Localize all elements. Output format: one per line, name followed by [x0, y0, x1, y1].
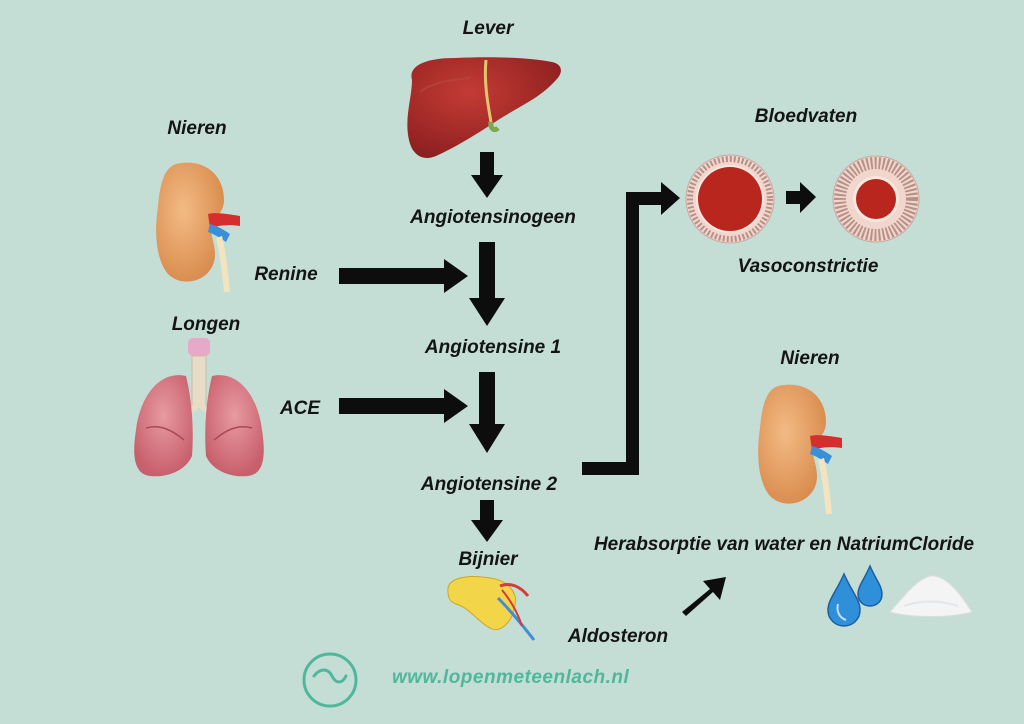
- label-bijnier: Bijnier: [458, 549, 518, 570]
- kidney-icon: [758, 384, 842, 514]
- label-herabsorptie: Herabsorptie van water en NatriumCloride: [593, 534, 975, 555]
- liver-icon: [407, 57, 561, 159]
- website-link[interactable]: www.lopenmeteenlach.nl: [392, 667, 630, 688]
- arrow-angiotensine2-to-bloedvaten: [582, 182, 680, 475]
- arrow-angiotensine1-to-angiotensine2: [469, 372, 505, 453]
- label-aldosteron: Aldosteron: [567, 626, 669, 647]
- label-ace: ACE: [279, 398, 321, 419]
- label-nieren-left: Nieren: [167, 118, 227, 139]
- label-angiotensinogeen: Angiotensinogeen: [410, 207, 576, 228]
- smile-logo-icon: [302, 652, 358, 708]
- kidney-icon: [156, 162, 240, 292]
- arrow-ace: [339, 389, 468, 423]
- label-longen: Longen: [171, 314, 241, 335]
- label-angiotensine1: Angiotensine 1: [424, 337, 562, 358]
- adrenal-gland-icon: [447, 576, 536, 641]
- label-bloedvaten: Bloedvaten: [754, 106, 858, 127]
- label-nieren-right: Nieren: [780, 348, 840, 369]
- salt-pile-icon: [889, 575, 973, 617]
- arrow-angiotensinogeen-to-angiotensine1: [469, 242, 505, 326]
- label-angiotensine2: Angiotensine 2: [420, 474, 558, 495]
- label-lever: Lever: [462, 18, 514, 39]
- arrow-vasoconstriction: [786, 182, 816, 213]
- arrow-aldosteron-to-nieren: [682, 577, 726, 616]
- lungs-icon: [134, 338, 264, 477]
- label-vasoconstrictie: Vasoconstrictie: [737, 256, 879, 277]
- arrow-angiotensine2-to-bijnier: [471, 500, 503, 542]
- blood-vessel-constricted-icon: [832, 155, 920, 243]
- blood-vessel-icon: [685, 154, 775, 244]
- arrow-liver-to-angiotensinogeen: [471, 152, 503, 198]
- label-renine: Renine: [254, 264, 318, 285]
- water-drops-icon: [827, 564, 883, 627]
- arrow-renine: [339, 259, 468, 293]
